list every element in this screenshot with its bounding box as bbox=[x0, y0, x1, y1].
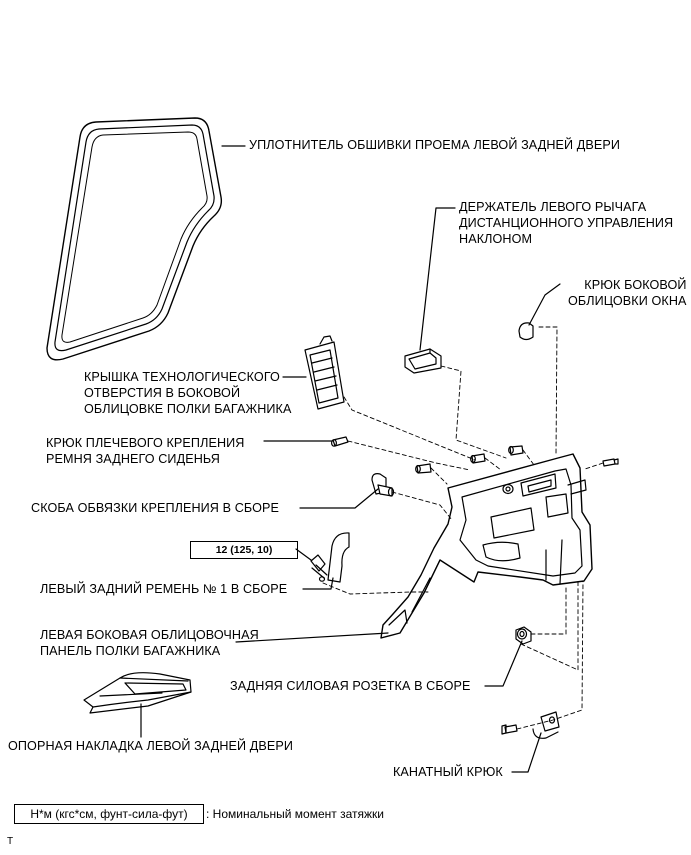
service-hole-cover-part bbox=[304, 335, 345, 410]
label-power-outlet: ЗАДНЯЯ СИЛОВАЯ РОЗЕТКА В СБОРЕ bbox=[230, 679, 471, 693]
leader-power-outlet bbox=[484, 640, 523, 687]
label-line: ДЕРЖАТЕЛЬ ЛЕВОГО РЫЧАГА bbox=[459, 200, 647, 214]
label-scuff-plate: ОПОРНАЯ НАКЛАДКА ЛЕВОЙ ЗАДНЕЙ ДВЕРИ bbox=[8, 739, 294, 753]
label-window-hook: КРЮК БОКОВОЙ ОБЛИЦОВКИ ОКНА bbox=[568, 277, 687, 309]
label-line: РЕМНЯ ЗАДНЕГО СИДЕНЬЯ bbox=[46, 452, 220, 466]
label-line: ОТВЕРСТИЯ В БОКОВОЙ bbox=[84, 386, 241, 400]
label-weatherstrip: УПЛОТНИТЕЛЬ ОБШИВКИ ПРОЕМА ЛЕВОЙ ЗАДНЕЙ … bbox=[249, 138, 621, 152]
label-rear-belt: ЛЕВЫЙ ЗАДНИЙ РЕМЕНЬ № 1 В СБОРЕ bbox=[40, 582, 288, 596]
label-line: КРЮК БОКОВОЙ bbox=[584, 278, 687, 292]
leader-window-hook bbox=[528, 283, 561, 326]
torque-legend-text: : Номинальный момент затяжки bbox=[206, 807, 384, 821]
leader-rope-hook bbox=[511, 732, 542, 773]
leader-tie-bracket bbox=[299, 488, 379, 509]
torque-unit-legend-box: Н*м (кгс*см, фунт-сила-фут) bbox=[14, 804, 204, 824]
power-outlet-part bbox=[515, 626, 532, 645]
rear-belt-part bbox=[310, 532, 350, 583]
label-line: ДИСТАНЦИОННОГО УПРАВЛЕНИЯ bbox=[459, 216, 674, 230]
label-line: ОБЛИЦОВКИ ОКНА bbox=[568, 294, 687, 308]
label-line: КРЫШКА ТЕХНОЛОГИЧЕСКОГО bbox=[84, 370, 280, 384]
bolt-icon bbox=[501, 724, 518, 735]
torque-value-box: 12 (125, 10) bbox=[190, 541, 298, 559]
tie-bracket-part bbox=[371, 473, 395, 497]
side-trim-panel-part bbox=[380, 453, 593, 639]
label-belt-hook: КРЮК ПЛЕЧЕВОГО КРЕПЛЕНИЯ РЕМНЯ ЗАДНЕГО С… bbox=[46, 435, 244, 467]
belt-hook-part bbox=[331, 436, 349, 447]
label-tie-bracket: СКОБА ОБВЯЗКИ КРЕПЛЕНИЯ В СБОРЕ bbox=[31, 501, 280, 515]
label-line: НАКЛОНОМ bbox=[459, 232, 533, 246]
label-service-cover: КРЫШКА ТЕХНОЛОГИЧЕСКОГО ОТВЕРСТИЯ В БОКО… bbox=[84, 369, 291, 417]
label-line: КРЮК ПЛЕЧЕВОГО КРЕПЛЕНИЯ bbox=[46, 436, 245, 450]
label-side-panel: ЛЕВАЯ БОКОВАЯ ОБЛИЦОВОЧНАЯ ПАНЕЛЬ ПОЛКИ … bbox=[40, 627, 259, 659]
label-line: ПАНЕЛЬ ПОЛКИ БАГАЖНИКА bbox=[40, 644, 221, 658]
leader-side-panel bbox=[235, 632, 389, 643]
window-hook-part bbox=[518, 322, 534, 341]
label-line: ОБЛИЦОВКЕ ПОЛКИ БАГАЖНИКА bbox=[84, 402, 292, 416]
leader-holder bbox=[419, 207, 456, 351]
leader-torque bbox=[295, 548, 312, 561]
remote-lever-holder-part bbox=[404, 348, 442, 374]
label-rope-hook: КАНАТНЫЙ КРЮК bbox=[393, 765, 503, 779]
label-holder: ДЕРЖАТЕЛЬ ЛЕВОГО РЫЧАГА ДИСТАНЦИОННОГО У… bbox=[459, 199, 673, 247]
corner-mark: T bbox=[7, 836, 14, 847]
leader-rear-belt bbox=[302, 577, 334, 590]
label-line: ЛЕВАЯ БОКОВАЯ ОБЛИЦОВОЧНАЯ bbox=[40, 628, 259, 642]
assembly-lines bbox=[322, 326, 604, 730]
clip-set bbox=[415, 445, 524, 474]
rope-hook-part bbox=[532, 711, 560, 739]
bolt-icon bbox=[602, 458, 619, 467]
scuff-plate-part bbox=[83, 672, 192, 714]
weatherstrip-part bbox=[46, 117, 223, 361]
